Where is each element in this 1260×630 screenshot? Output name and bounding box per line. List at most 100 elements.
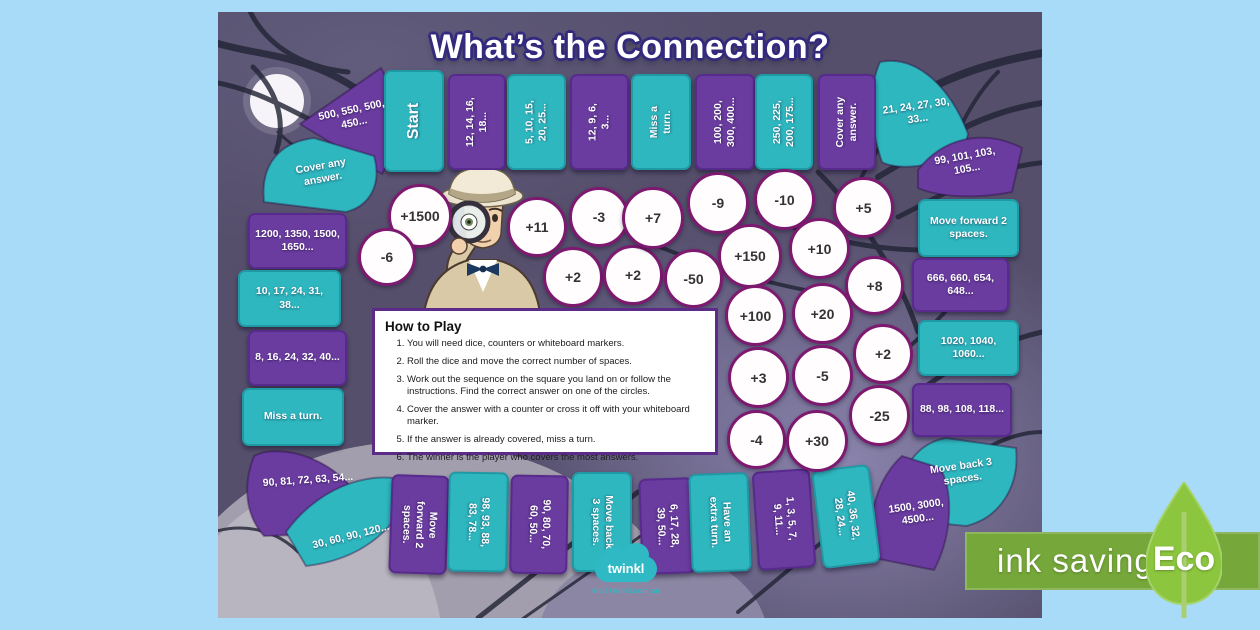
- page-title: What’s the Connection?: [430, 28, 830, 66]
- answer-circle: +8: [845, 256, 904, 315]
- board-square: 88, 98, 108, 118...: [912, 383, 1012, 437]
- answer-circle: +11: [507, 197, 567, 257]
- circle-value: +1500: [400, 208, 440, 224]
- eco-label: Eco: [1152, 540, 1216, 578]
- board-square: Cover any answer.: [818, 74, 876, 170]
- board-square: Move forward 2 spaces.: [918, 199, 1019, 257]
- answer-circle: +2: [603, 245, 663, 305]
- board-square: 12, 14, 16, 18...: [448, 74, 506, 170]
- hat-band: [449, 188, 515, 202]
- eco-leaf-icon: [1146, 482, 1222, 618]
- square-label: 88, 98, 108, 118...: [919, 403, 1005, 416]
- answer-circle: -4: [727, 410, 786, 469]
- board-square: 5, 10, 15, 20, 25...: [507, 74, 566, 170]
- circle-value: +7: [645, 210, 661, 226]
- answer-circle: +10: [789, 218, 850, 279]
- square-label: 1, 3, 5, 7, 9, 11...: [770, 496, 799, 542]
- twinkl-logo-text: twinkl: [607, 561, 645, 576]
- board-square: 40, 36, 32, 28, 24...: [811, 463, 881, 570]
- square-label: 100, 200, 300, 400...: [711, 97, 737, 147]
- circle-value: -6: [380, 249, 394, 265]
- circle-value: +2: [625, 267, 641, 283]
- board-square: 666, 660, 654, 648...: [912, 258, 1009, 312]
- answer-circle: -25: [849, 385, 910, 446]
- answer-circle: +100: [725, 285, 786, 346]
- how-to-play-panel: How to Play You will need dice, counters…: [372, 308, 718, 463]
- board-square: 10, 17, 24, 31, 38...: [238, 270, 341, 327]
- answer-circle: -9: [687, 172, 749, 234]
- detective-eye: [492, 214, 498, 222]
- circle-value: -3: [592, 209, 606, 225]
- bow-tie: [467, 263, 483, 276]
- detective-illustration: [421, 170, 543, 320]
- circle-value: -25: [869, 407, 890, 424]
- board-square: Miss a turn.: [631, 74, 691, 170]
- circle-value: -4: [750, 431, 763, 448]
- square-label: 98, 93, 88, 83, 78...: [465, 497, 492, 548]
- board-square: 90, 80, 70, 60, 50...: [509, 474, 569, 575]
- board-square: 1200, 1350, 1500, 1650...: [248, 213, 347, 269]
- how-to-play-step: The winner is the player who covers the …: [407, 452, 703, 464]
- answer-circle: +7: [622, 187, 684, 249]
- circle-value: +10: [807, 240, 832, 257]
- board-square: 1020, 1040, 1060...: [918, 320, 1019, 376]
- circle-value: +5: [855, 199, 872, 216]
- square-label: 12, 14, 16, 18...: [463, 97, 489, 147]
- answer-circle: +3: [728, 347, 789, 408]
- answer-circle: -50: [664, 249, 723, 308]
- ink-saving-label: ink saving: [997, 542, 1154, 579]
- game-board: 500, 550, 500, 450... Cover any answer. …: [218, 12, 1042, 618]
- circle-value: +11: [525, 219, 549, 235]
- board-square: Have an extra turn.: [688, 471, 752, 574]
- twinkl-caption: visit twinkl.com.au: [592, 588, 660, 595]
- square-label: Cover any answer.: [833, 96, 859, 148]
- square-label: 8, 16, 24, 32, 40...: [255, 351, 340, 364]
- how-to-play-step: Work out the sequence on the square you …: [407, 374, 703, 399]
- square-label: Have an extra turn.: [707, 496, 734, 549]
- square-label: 1020, 1040, 1060...: [940, 334, 997, 360]
- eye-pupil: [467, 220, 471, 224]
- square-label: 12, 9, 6, 3...: [586, 103, 612, 141]
- board-square: 1, 3, 5, 7, 9, 11...: [751, 468, 817, 571]
- answer-circle: +2: [543, 247, 603, 307]
- detective-hand: [450, 237, 468, 255]
- board-square: 98, 93, 88, 83, 78...: [447, 471, 509, 573]
- square-label: Miss a turn.: [263, 410, 323, 423]
- twinkl-cloud-icon: twinkl: [595, 543, 657, 582]
- square-label: 40, 36, 32, 28, 24...: [831, 490, 863, 541]
- board-square: 250, 225, 200, 175...: [755, 74, 813, 170]
- corner-wedges: [246, 59, 1024, 572]
- square-label: 666, 660, 654, 648...: [926, 271, 995, 297]
- answer-circle: -3: [569, 187, 629, 247]
- square-label: Miss a turn.: [647, 105, 673, 139]
- twinkl-logo: twinkl visit twinkl.com.au: [586, 543, 666, 595]
- square-label: 250, 225, 200, 175...: [770, 97, 796, 147]
- detective-eyebrow: [488, 207, 503, 212]
- answer-circle: -10: [754, 169, 815, 230]
- square-label: Move back 3 spaces.: [590, 495, 616, 549]
- circle-value: +2: [875, 346, 891, 362]
- answer-circle: +150: [718, 224, 782, 288]
- how-to-play-step: Roll the dice and move the correct numbe…: [407, 356, 703, 368]
- answer-circle: +5: [833, 177, 894, 238]
- corner-square: [917, 136, 1024, 198]
- circle-value: +150: [734, 248, 766, 264]
- circle-value: -5: [816, 367, 829, 384]
- circle-value: +8: [866, 277, 883, 294]
- circle-value: -50: [683, 270, 704, 287]
- square-label: 5, 10, 15, 20, 25...: [523, 100, 549, 144]
- board-square: Miss a turn.: [242, 388, 344, 446]
- square-label: Start: [405, 102, 422, 140]
- board-square-start: Start: [384, 70, 444, 172]
- how-to-play-steps: You will need dice, counters or whiteboa…: [385, 338, 703, 464]
- how-to-play-step: If the answer is already covered, miss a…: [407, 434, 703, 446]
- answer-circle: -6: [358, 228, 416, 286]
- circle-value: +3: [750, 369, 767, 386]
- square-label: 10, 17, 24, 31, 38...: [255, 285, 324, 311]
- corner-square: [870, 454, 951, 572]
- circle-value: +2: [565, 269, 581, 285]
- square-label: Move forward 2 spaces.: [929, 214, 1008, 240]
- answer-circle: +30: [786, 410, 848, 472]
- square-label: 6, 17, 28, 39, 50...: [654, 503, 681, 548]
